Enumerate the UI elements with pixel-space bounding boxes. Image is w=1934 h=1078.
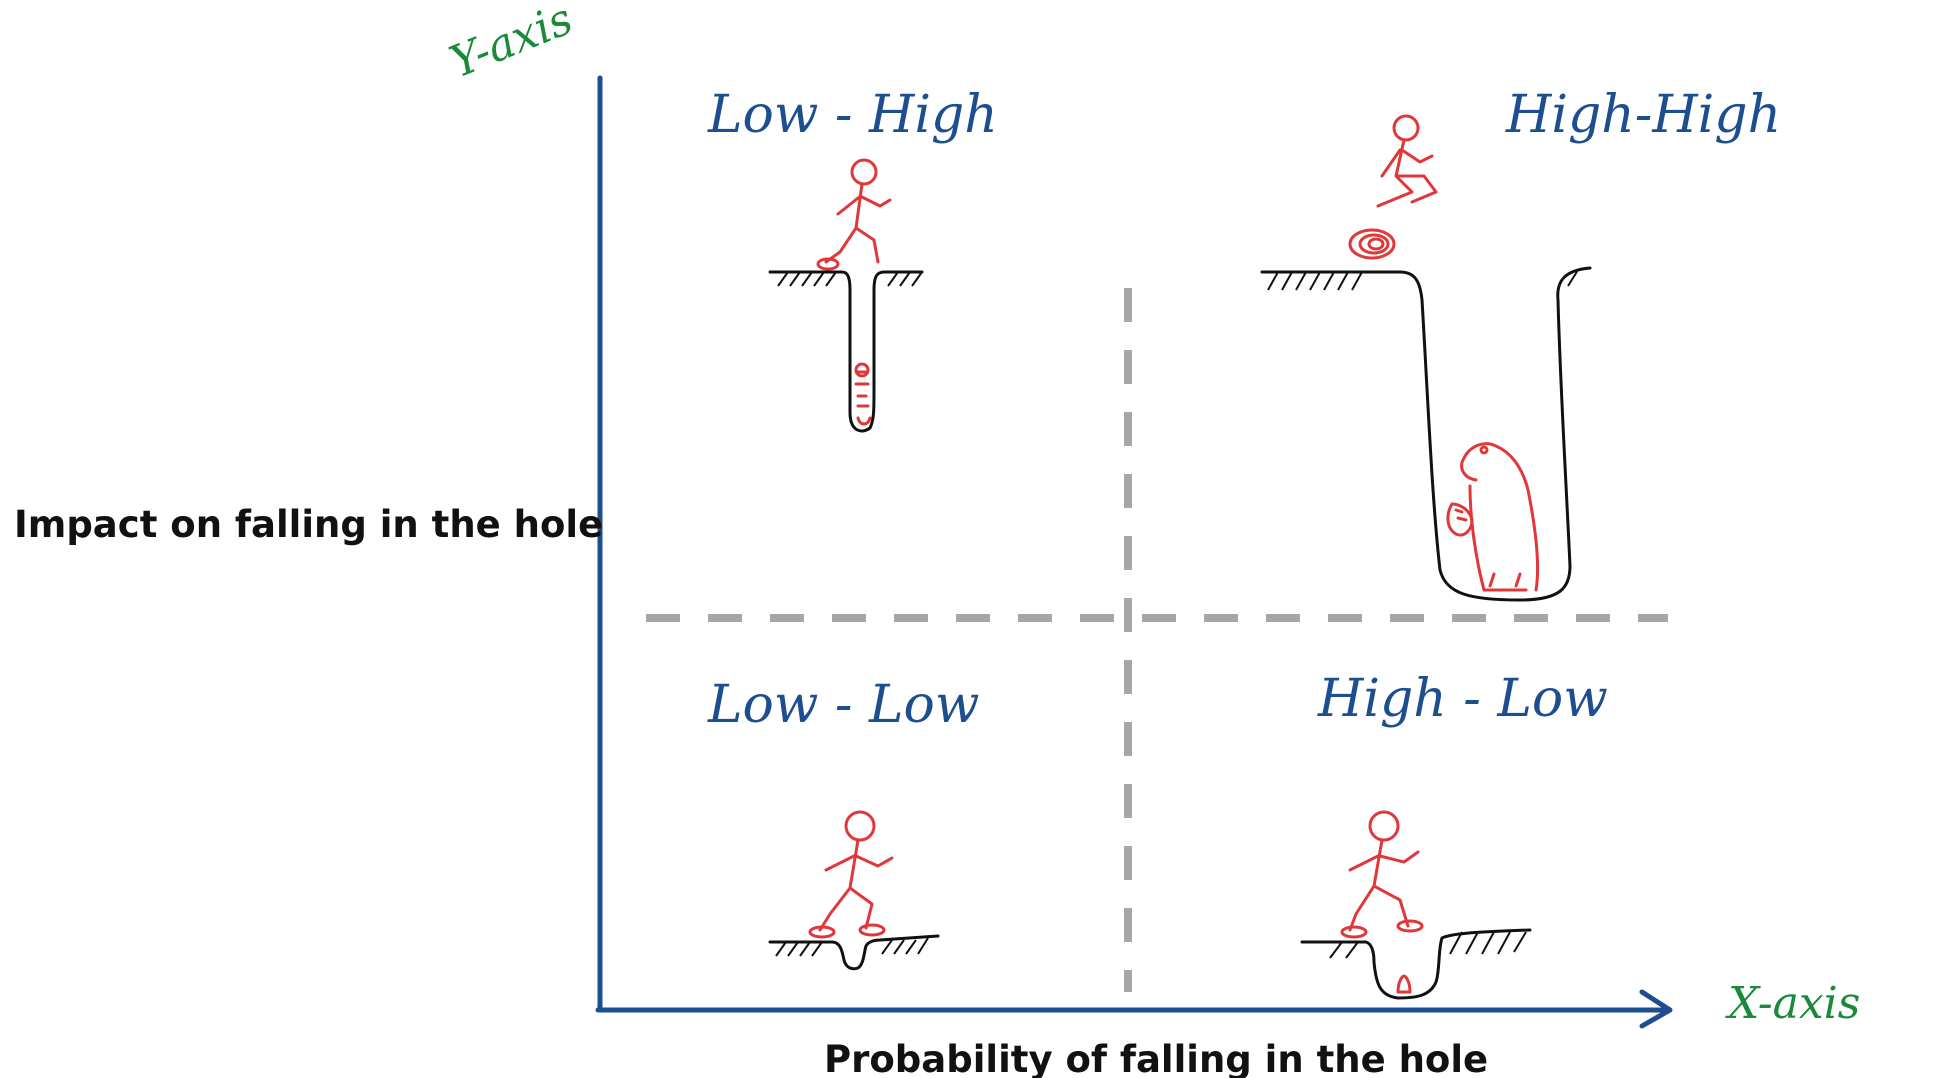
stick-figure-bottom-left <box>810 812 892 937</box>
stick-figure-top-left <box>818 160 890 269</box>
quadrant-label-top-left: Low - High <box>707 85 998 145</box>
stick-figure-top-right <box>1350 116 1436 258</box>
x-axis-tag: X-axis <box>1725 978 1860 1029</box>
stick-figure-bottom-right <box>1342 812 1422 937</box>
quadrant-label-bottom-right: High - Low <box>1317 669 1608 729</box>
quadrant-label-bottom-left: Low - Low <box>707 675 979 735</box>
y-axis-tag: Y-axis <box>443 0 580 88</box>
big-pit-with-bear-illustration <box>1262 268 1590 600</box>
deep-narrow-hole-illustration <box>770 272 922 431</box>
tiny-dip-illustration <box>770 936 938 969</box>
x-axis-label: Probability of falling in the hole <box>824 1038 1488 1078</box>
quadrant-label-top-right: High-High <box>1505 85 1781 145</box>
medium-hole-illustration <box>1302 930 1530 998</box>
y-axis-label: Impact on falling in the hole <box>14 503 603 546</box>
